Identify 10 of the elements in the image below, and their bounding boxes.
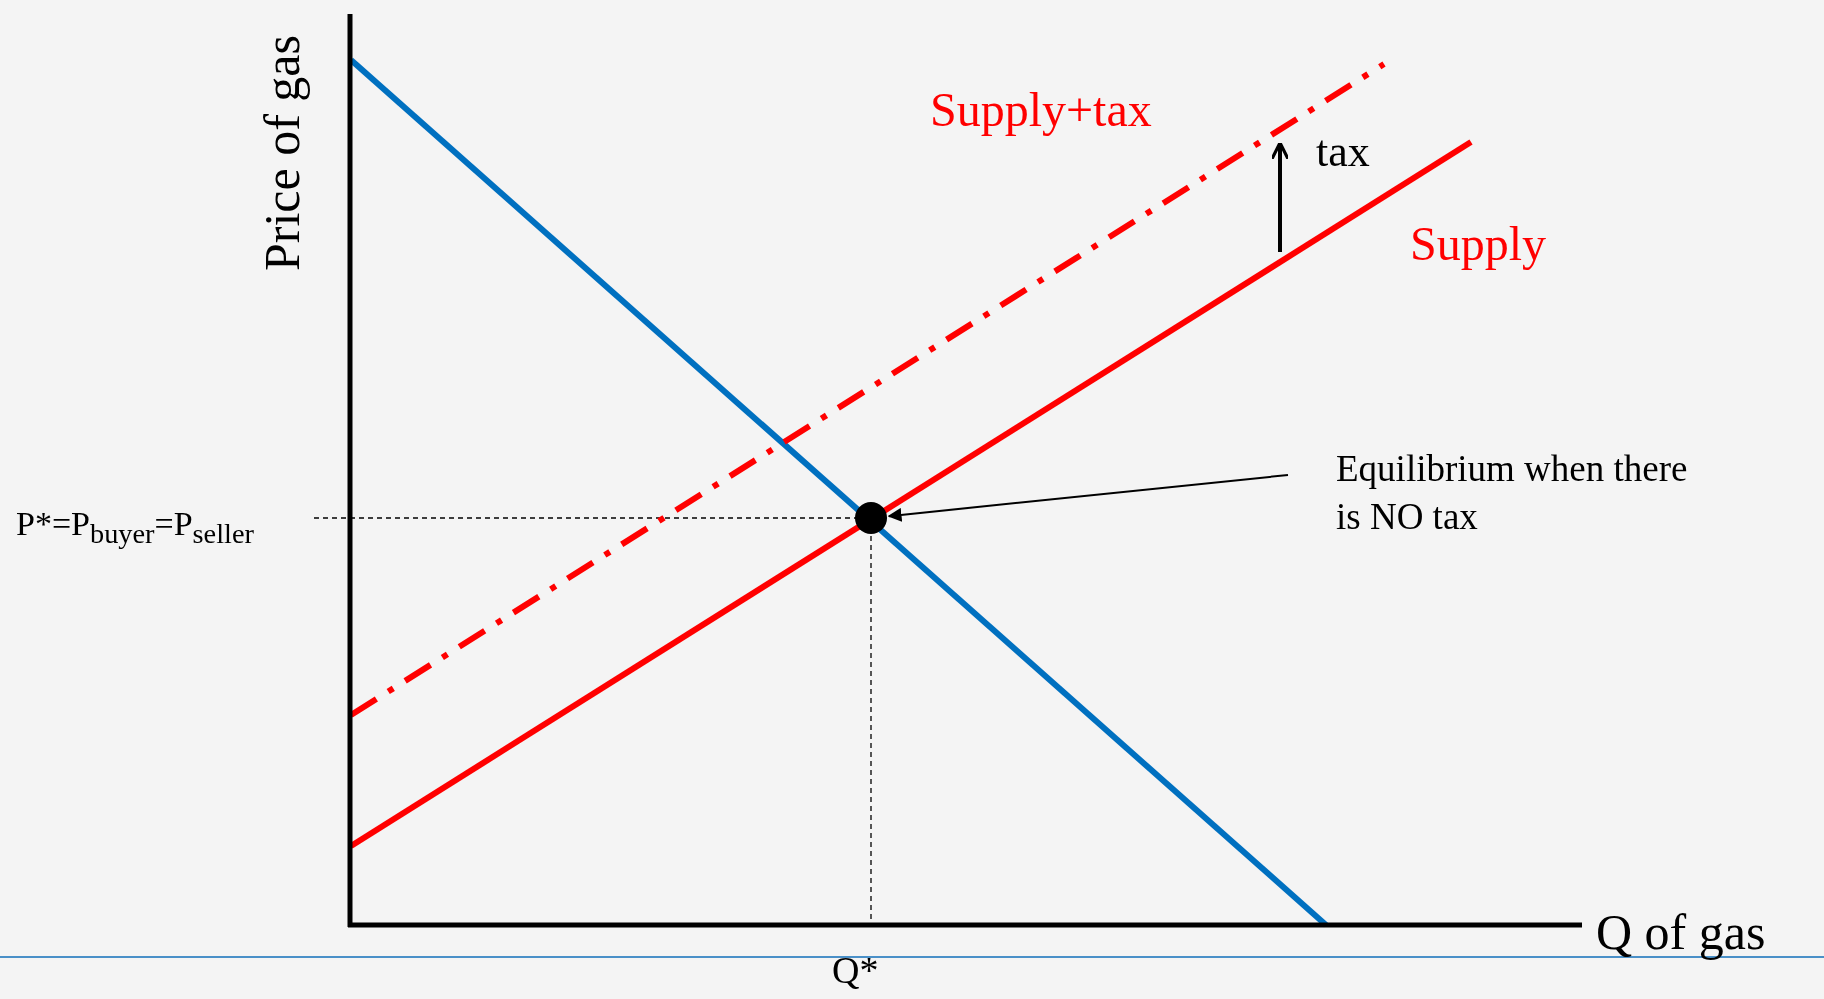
shift-label: tax xyxy=(1316,128,1370,177)
quantity-label: Q* xyxy=(832,950,879,992)
equilibrium-point xyxy=(855,502,887,534)
curve-label: Supply xyxy=(1410,218,1547,271)
curve-label: Supply+tax xyxy=(930,84,1152,137)
price-label: P*=P$_{buyer}$=P$_{seller}$ xyxy=(16,505,254,549)
annotation-text: Equilibrium when there is NO tax xyxy=(1336,445,1696,542)
axis-title: Q of gas xyxy=(1596,905,1766,960)
leader-line xyxy=(887,474,1289,522)
axis-title: Price of gas xyxy=(255,35,310,272)
